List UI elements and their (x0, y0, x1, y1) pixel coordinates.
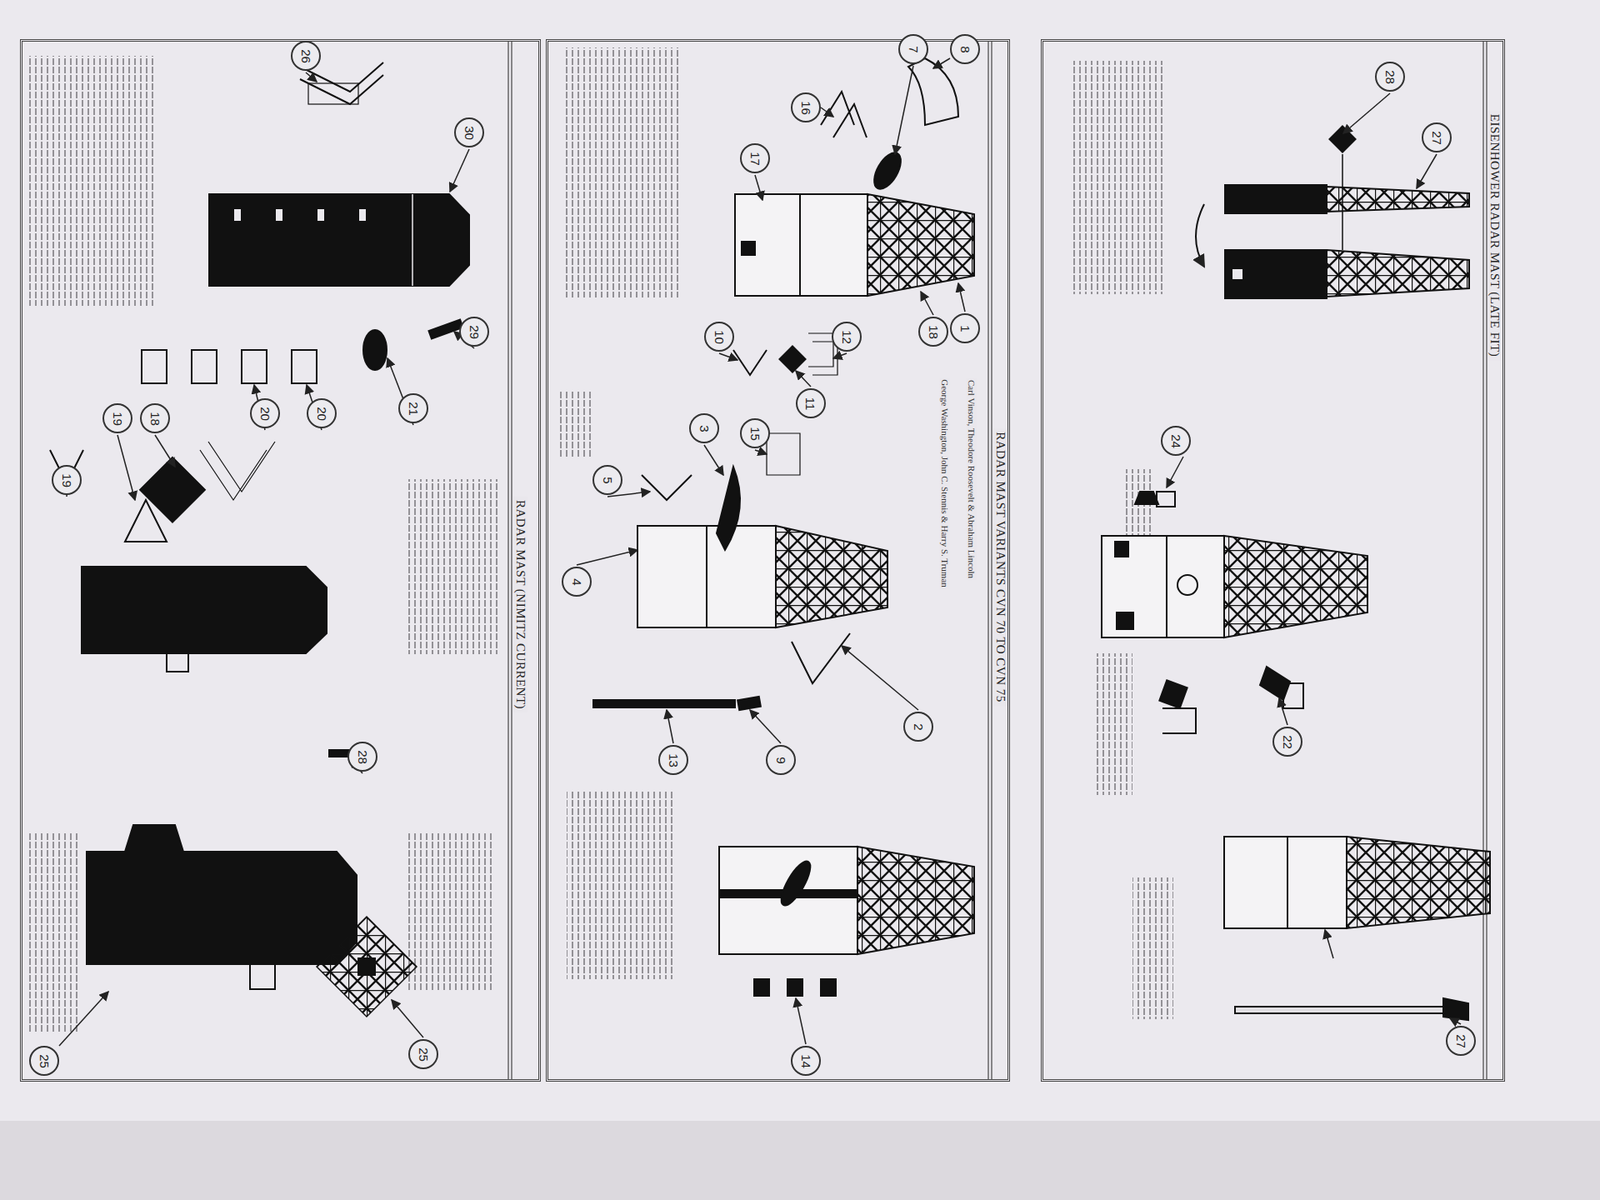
callout-circle: 25 (29, 1045, 60, 1076)
callout-circle: 24 (1160, 425, 1191, 456)
callout-number: 13 (666, 753, 681, 768)
callout-circle: 7 (898, 34, 929, 65)
callout-number: 10 (712, 330, 727, 345)
callout-circle: 20 (306, 398, 337, 429)
ship-names-note: George Washington, John C. Stennis & Har… (940, 377, 950, 590)
callout-circle: 10 (704, 321, 735, 352)
callout-circle: 27 (1421, 122, 1452, 153)
instruction-panel: RADAR MAST (NIMITZ CURRENT) 30 26 29 21 20 20 1… (20, 39, 541, 1082)
callout-number: 4 (570, 578, 585, 585)
callout-number: 28 (1383, 70, 1398, 85)
callout-circle: 5 (592, 465, 623, 495)
callout-number: 28 (355, 750, 370, 765)
callout-circle: 3 (689, 413, 720, 444)
callout-circle: 19 (51, 465, 82, 495)
callout-circle: 30 (454, 117, 485, 148)
callout-number: 20 (258, 406, 273, 421)
callout-circle: 15 (740, 418, 770, 449)
callout-circle: 21 (398, 393, 429, 424)
callout-circle: 22 (1272, 726, 1303, 757)
callout-number: 18 (148, 411, 163, 426)
callout-number: 19 (110, 411, 125, 426)
callout-number: 21 (406, 401, 421, 416)
callout-number: 14 (799, 1054, 814, 1069)
callout-number: 26 (299, 49, 314, 64)
callout-number: 22 (1280, 735, 1295, 750)
callout-circle: 20 (250, 398, 280, 429)
callout-number: 16 (799, 100, 814, 115)
callout-circle: 4 (561, 566, 592, 597)
ship-names-note: Carl Vinson, Theodore Roosevelt & Abraha… (966, 378, 977, 580)
callout-circle: 25 (408, 1039, 439, 1070)
callout-number: 3 (697, 425, 712, 432)
callout-circle: 28 (1375, 61, 1405, 92)
callout-circle: 12 (831, 321, 862, 352)
callout-number: 30 (462, 125, 477, 140)
callout-number: 9 (774, 756, 789, 764)
panel-title: RADAR MAST VARIANTS CVN 70 TO CVN 75 (993, 428, 1008, 706)
callout-circle: 26 (290, 40, 321, 71)
panel-title: EISENHOWER RADAR MAST (LATE FIT) (1487, 110, 1502, 360)
callout-circle: 9 (765, 745, 796, 775)
callout-number: 1 (958, 325, 973, 332)
callout-number: 18 (926, 325, 941, 340)
callout-number: 8 (958, 45, 973, 53)
callout-number: 5 (600, 476, 615, 484)
callout-number: 27 (1454, 1034, 1469, 1049)
callout-number: 2 (911, 723, 926, 730)
callout-circle: 27 (1445, 1025, 1476, 1056)
callout-number: 25 (416, 1047, 431, 1062)
callout-number: 17 (748, 151, 763, 166)
callout-number: 27 (1430, 130, 1445, 145)
callout-number: 19 (60, 473, 75, 488)
callout-number: 24 (1169, 434, 1184, 449)
callout-circle: 11 (795, 388, 826, 419)
callout-circle: 1 (950, 313, 980, 344)
callout-circle: 2 (903, 711, 934, 742)
callout-number: 7 (906, 45, 921, 53)
callout-circle: 29 (459, 316, 490, 347)
callout-number: 20 (315, 406, 330, 421)
callout-circle: 17 (740, 143, 770, 174)
callout-circle: 8 (950, 34, 980, 65)
callout-number: 15 (748, 426, 763, 441)
callout-number: 29 (467, 325, 482, 340)
callout-circle: 16 (790, 92, 821, 123)
instruction-panel: EISENHOWER RADAR MAST (LATE FIT) 28 27 24 22… (1040, 39, 1505, 1082)
panel-title: RADAR MAST (NIMITZ CURRENT) (514, 495, 529, 712)
callout-number: 25 (37, 1054, 52, 1069)
callout-number: 12 (840, 330, 855, 345)
callout-circle: 13 (658, 745, 689, 775)
callout-number: 11 (803, 396, 818, 410)
callout-circle: 18 (140, 403, 170, 434)
callout-circle: 14 (790, 1045, 821, 1076)
callout-circle: 18 (918, 316, 949, 347)
callout-circle: 19 (102, 403, 133, 434)
callout-circle: 28 (347, 741, 378, 772)
